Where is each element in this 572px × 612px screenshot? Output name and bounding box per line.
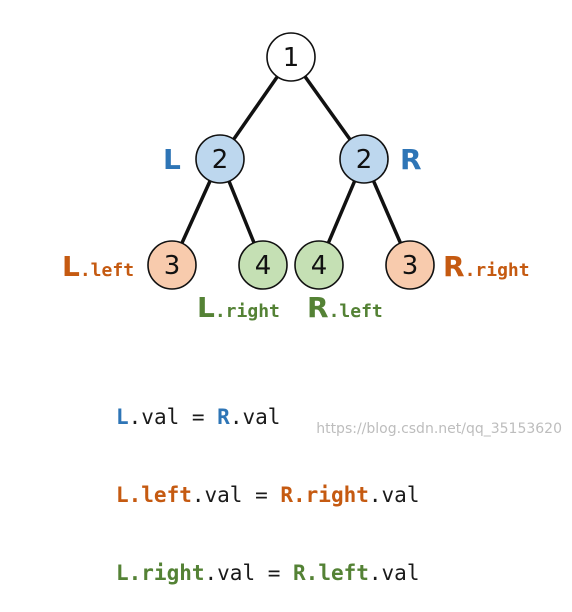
node-R-right-value: 3 [402, 251, 419, 281]
node-root-value: 1 [283, 43, 300, 73]
node-R-value: 2 [356, 145, 373, 175]
label-L-left: L.left [62, 250, 134, 283]
node-R-left: 4 [294, 240, 344, 290]
watermark: https://blog.csdn.net/qq_35153620 [316, 421, 562, 437]
label-R: R [400, 143, 422, 176]
node-L-left: 3 [147, 240, 197, 290]
label-L-right: L.right [197, 291, 280, 324]
node-L-value: 2 [212, 145, 229, 175]
node-R-right: 3 [385, 240, 435, 290]
node-R: 2 [339, 134, 389, 184]
node-L: 2 [195, 134, 245, 184]
label-R-left: R.left [307, 291, 383, 324]
label-L: L [163, 143, 181, 176]
label-R-right: R.right [443, 250, 530, 283]
node-root: 1 [266, 32, 316, 82]
code-line-3: L.right.val = R.left.val [116, 561, 420, 585]
code-block: L.val = R.val L.left.val = R.right.val L… [116, 352, 419, 612]
node-L-left-value: 3 [164, 251, 181, 281]
node-L-right-value: 4 [255, 251, 272, 281]
code-line-1: L.val = R.val [116, 405, 281, 429]
node-L-right: 4 [238, 240, 288, 290]
code-line-2: L.left.val = R.right.val [116, 483, 420, 507]
node-R-left-value: 4 [311, 251, 328, 281]
binary-tree-diagram: 1 2 2 3 4 4 3 L R L.left R.right L.right… [62, 32, 530, 324]
